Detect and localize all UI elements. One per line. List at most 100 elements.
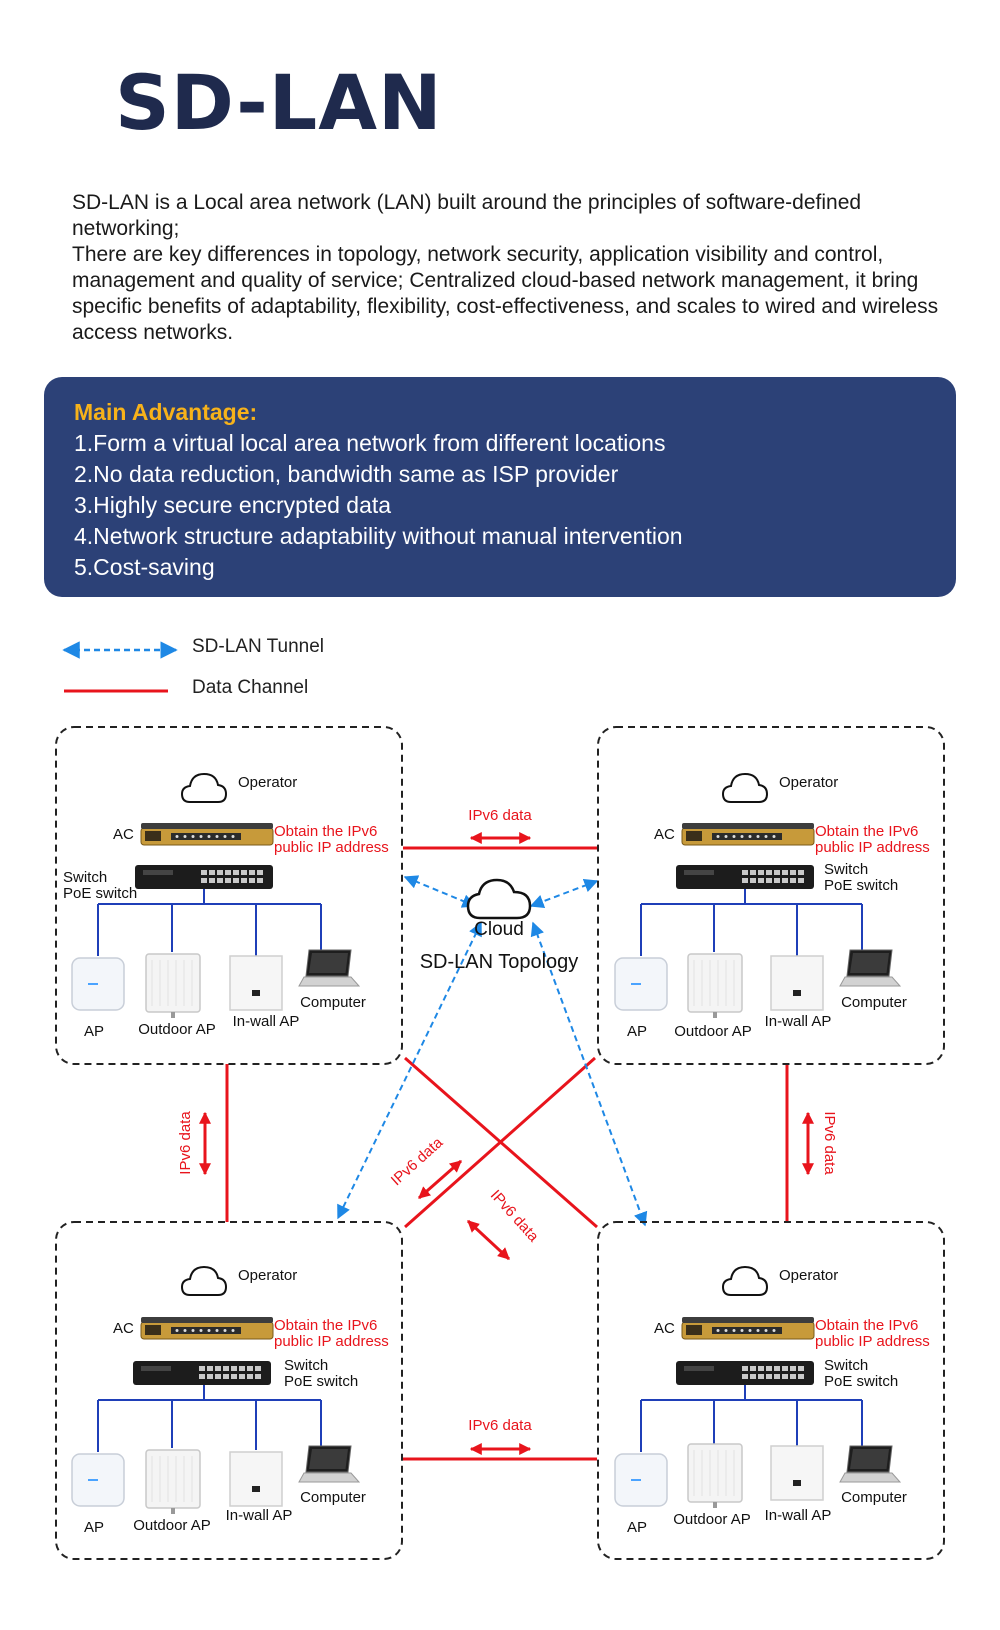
ipv6-label-diag-2: IPv6 data: [487, 1187, 542, 1246]
site-bottom-right: Operator AC Obtain the IPv6 public IP ad…: [597, 1221, 945, 1560]
topology-diagram: IPv6 data IPv6 data IPv6 data IPv6 data …: [55, 641, 945, 1560]
advantage-item: 3.Highly secure encrypted data: [74, 492, 392, 518]
legend: [62, 641, 178, 693]
site-boundary: [55, 726, 403, 1065]
ap-icon: [614, 1453, 668, 1507]
obtain-label-2: public IP address: [274, 839, 389, 856]
outdoor-ap-icon: [145, 1449, 201, 1515]
computer-label: Computer: [300, 1489, 366, 1506]
tunnel-top-right: [529, 878, 599, 909]
advantage-item: 1.Form a virtual local area network from…: [74, 430, 666, 456]
operator-cloud-icon: [181, 773, 227, 803]
arrow-diag-2: [466, 1219, 511, 1261]
wiring: [97, 1385, 322, 1452]
inwall-ap-icon: [770, 955, 824, 1011]
outdoor-ap-label: Outdoor AP: [674, 1023, 752, 1040]
switch-label-2: PoE switch: [824, 877, 898, 894]
switch-label-1: Switch: [824, 861, 868, 878]
inwall-ap-label: In-wall AP: [226, 1507, 293, 1524]
ipv6-label-left: IPv6 data: [177, 1111, 194, 1175]
legend-tunnel-label: SD-LAN Tunnel: [192, 636, 325, 657]
wiring: [640, 889, 863, 956]
outdoor-ap-label: Outdoor AP: [673, 1511, 751, 1528]
topology-label: SD-LAN Topology: [420, 951, 579, 973]
ap-label: AP: [84, 1023, 104, 1040]
operator-label: Operator: [779, 774, 838, 791]
ac-device-icon: [681, 1316, 815, 1340]
operator-cloud-icon: [722, 1266, 768, 1296]
switch-label-2: PoE switch: [284, 1373, 358, 1390]
computer-label: Computer: [841, 1489, 907, 1506]
switch-label-1: Switch: [284, 1357, 328, 1374]
operator-label: Operator: [779, 1267, 838, 1284]
ac-label: AC: [113, 826, 134, 843]
computer-label: Computer: [300, 994, 366, 1011]
poe-switch-icon: [676, 1361, 814, 1385]
ap-label: AP: [627, 1023, 647, 1040]
sd-lan-tunnels: [337, 875, 648, 1227]
ac-label: AC: [654, 1320, 675, 1337]
ac-device-icon: [140, 822, 274, 846]
laptop-icon: [298, 949, 360, 987]
inwall-ap-label: In-wall AP: [765, 1507, 832, 1524]
wiring: [640, 1385, 863, 1452]
cloud-label: Cloud: [474, 919, 524, 940]
switch-label-1: Switch: [824, 1357, 868, 1374]
obtain-label-1: Obtain the IPv6: [815, 823, 918, 840]
page-title: SD-LAN: [115, 58, 443, 147]
inwall-ap-icon: [229, 1451, 283, 1507]
inwall-ap-label: In-wall AP: [765, 1013, 832, 1030]
advantage-item: 5.Cost-saving: [74, 554, 215, 580]
site-boundary: [597, 726, 945, 1065]
tunnel-top-left: [403, 875, 477, 908]
ipv6-label-top: IPv6 data: [468, 807, 532, 824]
site-boundary: [55, 1221, 403, 1560]
ap-label: AP: [84, 1519, 104, 1536]
wiring: [97, 889, 322, 956]
operator-label: Operator: [238, 774, 297, 791]
ap-label: AP: [627, 1519, 647, 1536]
poe-switch-icon: [133, 1361, 271, 1385]
inwall-ap-label: In-wall AP: [233, 1013, 300, 1030]
laptop-icon: [839, 949, 901, 987]
ipv6-label-bottom: IPv6 data: [468, 1417, 532, 1434]
operator-label: Operator: [238, 1267, 297, 1284]
site-top-right: Operator AC Obtain the IPv6 public IP ad…: [597, 726, 945, 1065]
operator-cloud-icon: [722, 773, 768, 803]
advantage-item: 4.Network structure adaptability without…: [74, 523, 683, 549]
switch-label-2: PoE switch: [63, 885, 137, 902]
arrow-diag-1: [418, 1159, 462, 1200]
tunnel-bottom-left: [337, 921, 482, 1220]
computer-label: Computer: [841, 994, 907, 1011]
obtain-label-1: Obtain the IPv6: [274, 1317, 377, 1334]
outdoor-ap-label: Outdoor AP: [133, 1517, 211, 1534]
ac-label: AC: [654, 826, 675, 843]
obtain-label-2: public IP address: [815, 1333, 930, 1350]
switch-label-2: PoE switch: [824, 1373, 898, 1390]
legend-data-label: Data Channel: [192, 677, 309, 698]
ap-icon: [614, 957, 668, 1011]
site-top-left: Operator AC Obtain the IPv6 public IP ad…: [55, 726, 403, 1065]
obtain-label-2: public IP address: [815, 839, 930, 856]
ac-device-icon: [140, 1316, 274, 1340]
ac-device-icon: [681, 822, 815, 846]
poe-switch-icon: [135, 865, 273, 889]
obtain-label-2: public IP address: [274, 1333, 389, 1350]
intro-paragraph-2: There are key differences in topology, n…: [72, 243, 939, 344]
ac-label: AC: [113, 1320, 134, 1337]
obtain-label-1: Obtain the IPv6: [274, 823, 377, 840]
tunnel-bottom-right: [530, 921, 648, 1227]
ipv6-label-right: IPv6 data: [821, 1111, 838, 1175]
outdoor-ap-label: Outdoor AP: [138, 1021, 216, 1038]
advantages-title: Main Advantage:: [74, 399, 258, 425]
laptop-icon: [839, 1445, 901, 1483]
laptop-icon: [298, 1445, 360, 1483]
center-cloud: Cloud SD-LAN Topology: [420, 878, 579, 973]
site-bottom-left: Operator AC Obtain the IPv6 public IP ad…: [55, 1221, 403, 1560]
outdoor-ap-icon: [687, 1443, 743, 1509]
ipv6-arrows: [199, 832, 814, 1455]
inwall-ap-icon: [770, 1445, 824, 1501]
inwall-ap-icon: [229, 955, 283, 1011]
site-boundary: [597, 1221, 945, 1560]
switch-label-1: Switch: [63, 869, 107, 886]
